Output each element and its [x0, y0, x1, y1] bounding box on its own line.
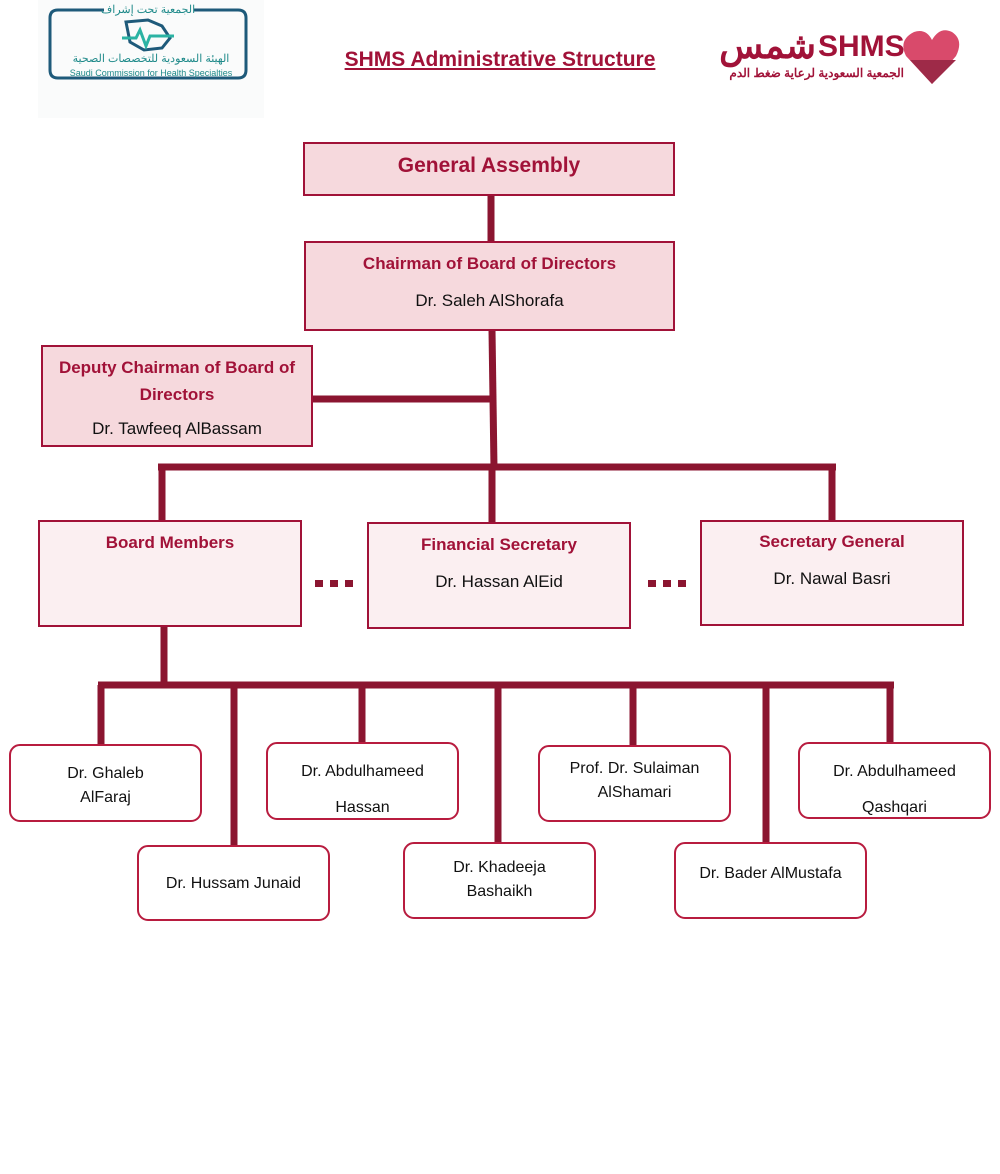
node-deputy-chairman: Deputy Chairman of Board of Directors Dr…: [41, 345, 313, 447]
node-general-assembly: General Assembly: [303, 142, 675, 196]
logo-arabic-subtitle: الجمعية السعودية لرعاية ضغط الدم: [729, 66, 904, 80]
member-box-sulaiman-alshamari: Prof. Dr. Sulaiman AlShamari: [538, 745, 731, 822]
member-box-khadeeja-bashaikh: Dr. Khadeeja Bashaikh: [403, 842, 596, 919]
secretary-general-name: Dr. Nawal Basri: [773, 569, 891, 588]
heartbeat-map-icon: [122, 18, 174, 52]
logo-arabic-name: الهيئة السعودية للتخصصات الصحية: [72, 53, 230, 65]
page-title: SHMS Administrative Structure: [344, 48, 656, 71]
logo-english-name: Saudi Commission for Health Specialties: [69, 68, 233, 78]
member-box-abdulhameed-hassan: Dr. Abdulhameed Hassan: [266, 742, 459, 820]
heart-icon: [903, 30, 960, 84]
member-name: Dr. Bader AlMustafa: [699, 865, 842, 882]
financial-secretary-role: Financial Secretary: [421, 535, 577, 554]
chairman-name: Dr. Saleh AlShorafa: [415, 291, 564, 310]
logo-arabic-word: شمس: [719, 25, 816, 66]
general-assembly-label: General Assembly: [397, 154, 581, 177]
scfhs-logo: الجمعية تحت إشراف الهيئة السعودية للتخصص…: [38, 0, 264, 118]
node-chairman: Chairman of Board of Directors Dr. Saleh…: [304, 241, 675, 331]
member-name: Dr. Abdulhameed Qashqari: [833, 763, 956, 816]
node-financial-secretary: Financial Secretary Dr. Hassan AlEid: [367, 522, 631, 629]
member-name: Dr. Ghaleb AlFaraj: [67, 765, 144, 806]
member-box-bader-almustafa: Dr. Bader AlMustafa: [674, 842, 867, 919]
logo-frame: [48, 8, 248, 80]
deputy-name: Dr. Tawfeeq AlBassam: [92, 419, 262, 438]
member-name: Dr. Khadeeja Bashaikh: [453, 859, 546, 900]
member-box-abdulhameed-qashqari: Dr. Abdulhameed Qashqari: [798, 742, 991, 819]
member-name: Dr. Abdulhameed Hassan: [301, 763, 424, 816]
logo-top-text: الجمعية تحت إشراف: [100, 4, 196, 16]
deputy-role: Deputy Chairman of Board of Directors: [58, 358, 296, 404]
shms-logo: شمس SHMS الجمعية السعودية لرعاية ضغط الد…: [706, 24, 966, 90]
ellipsis-dots: [315, 580, 686, 587]
member-name: Dr. Hussam Junaid: [165, 875, 302, 892]
member-box-ghaleb-alfaraj: Dr. Ghaleb AlFaraj: [9, 744, 202, 822]
board-members-label: Board Members: [105, 533, 235, 552]
financial-secretary-name: Dr. Hassan AlEid: [435, 572, 563, 591]
logo-latin-word: SHMS: [818, 30, 905, 63]
secretary-general-role: Secretary General: [759, 532, 905, 551]
chairman-role: Chairman of Board of Directors: [362, 254, 617, 273]
member-box-hussam-junaid: Dr. Hussam Junaid: [137, 845, 330, 921]
member-name: Prof. Dr. Sulaiman AlShamari: [569, 760, 700, 801]
node-board-members: Board Members: [38, 520, 302, 627]
node-secretary-general: Secretary General Dr. Nawal Basri: [700, 520, 964, 626]
